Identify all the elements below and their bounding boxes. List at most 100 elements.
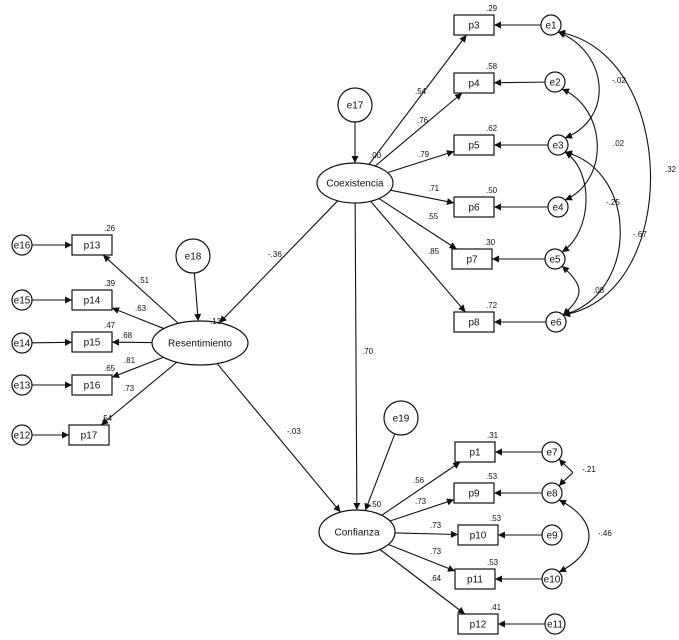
path-coefficient: .76 [417, 116, 429, 125]
path-coefficient: .73 [430, 521, 442, 530]
error-arrow-e19 [364, 433, 396, 511]
error-label: e1 [545, 21, 557, 32]
path-arrow-coexistencia-p5 [387, 150, 455, 174]
error-label: e14 [14, 339, 31, 350]
r-squared: .39 [104, 279, 116, 288]
covariance-arc-e1-e3 [557, 31, 600, 139]
observed-label: p12 [470, 620, 487, 631]
r-squared: .50 [486, 186, 498, 195]
error-label: e13 [14, 381, 31, 392]
error-e14 [11, 332, 33, 354]
path-arrow-coexistencia-p4 [374, 92, 463, 167]
r-squared: .65 [104, 364, 116, 373]
path-arrow-coexistencia-p6 [390, 189, 455, 206]
path-coefficient: .81 [124, 356, 136, 365]
r-squared: .13 [210, 317, 222, 326]
error-label: e7 [546, 448, 558, 459]
observed-label: p11 [467, 575, 483, 586]
error-e10 [541, 568, 563, 590]
observed-label: p6 [468, 203, 480, 214]
error-e19 [383, 400, 419, 436]
error-arrow-e14 [31, 338, 73, 346]
observed-label: p10 [470, 531, 487, 542]
covariance-arc-e2-e4 [561, 88, 598, 201]
error-label: e15 [14, 296, 31, 307]
path-coefficient: .55 [427, 212, 439, 221]
error-e4 [547, 196, 569, 218]
path-arrow-confianza-p1 [381, 461, 461, 516]
observed-p5 [453, 134, 495, 156]
path-coefficient: .51 [138, 276, 150, 285]
observed-label: p7 [466, 255, 478, 266]
latent-label: Resentimiento [168, 339, 232, 350]
r-squared: .53 [486, 472, 498, 481]
error-e12 [11, 424, 33, 446]
r-squared: .00 [370, 151, 382, 160]
path-arrow-resentimiento-confianza [216, 363, 341, 513]
latent-confianza [318, 509, 396, 555]
path-arrow-resentimiento-p13 [102, 254, 179, 324]
observed-p6 [453, 196, 495, 218]
error-e16 [11, 234, 33, 256]
covariance-value: -.25 [606, 198, 620, 207]
path-arrow-coexistencia-p7 [378, 198, 457, 250]
observed-label: p14 [84, 296, 101, 307]
error-e5 [544, 248, 566, 270]
path-coefficient: .56 [413, 476, 425, 485]
observed-p17 [68, 424, 110, 446]
path-coefficient: .79 [418, 150, 430, 159]
error-label: e17 [347, 101, 364, 112]
path-coefficient: .54 [415, 87, 427, 96]
observed-label: p9 [468, 489, 480, 500]
observed-p8 [453, 311, 495, 333]
r-squared: .53 [487, 558, 499, 567]
path-arrow-coexistencia-resentimiento [219, 200, 339, 324]
r-squared: .31 [487, 431, 499, 440]
error-label: e6 [550, 318, 562, 329]
error-label: e10 [544, 575, 561, 586]
r-squared: .29 [486, 4, 498, 13]
observed-p11 [454, 568, 496, 590]
r-squared: .54 [101, 414, 113, 423]
covariance-value: -.21 [582, 465, 596, 474]
error-label: e2 [549, 78, 561, 89]
covariance-arc-e3-e6 [562, 150, 621, 317]
error-e1 [540, 14, 562, 36]
path-arrow-confianza-p9 [389, 498, 455, 522]
error-e18 [175, 238, 211, 274]
path-arrow-coexistencia-confianza [353, 202, 361, 511]
path-arrow-resentimiento-p14 [111, 307, 164, 330]
covariance-value: .08 [593, 286, 605, 295]
error-e11 [544, 613, 566, 635]
error-label: e5 [549, 255, 561, 266]
error-label: e18 [185, 252, 202, 263]
error-e15 [11, 289, 33, 311]
observed-p3 [453, 14, 495, 36]
latent-coexistencia [316, 162, 394, 204]
observed-label: p5 [468, 141, 480, 152]
path-coefficient: -.03 [287, 427, 301, 436]
covariance-arc-e1-e6 [557, 29, 652, 318]
observed-p4 [453, 72, 495, 94]
error-e9 [541, 524, 563, 546]
path-arrow-coexistencia-p3 [368, 34, 467, 165]
path-coefficient: -.36 [268, 250, 282, 259]
covariance-arc-e5-e6 [561, 265, 580, 316]
path-coefficient: .85 [428, 247, 440, 256]
path-arrow-confianza-p11 [388, 543, 456, 572]
r-squared: .30 [484, 238, 496, 247]
r-squared: .53 [490, 514, 502, 523]
observed-p14 [71, 289, 113, 311]
error-label: e11 [547, 620, 563, 631]
observed-label: p17 [81, 431, 98, 442]
observed-p7 [451, 248, 493, 270]
r-squared: .26 [104, 224, 116, 233]
observed-label: p13 [84, 241, 101, 252]
path-coefficient: .70 [362, 347, 374, 356]
observed-label: p16 [84, 381, 101, 392]
path-coefficient: .68 [121, 331, 133, 340]
latent-label: Coexistencia [326, 179, 384, 190]
covariance-value: -.46 [598, 529, 612, 538]
r-squared: .72 [486, 301, 498, 310]
